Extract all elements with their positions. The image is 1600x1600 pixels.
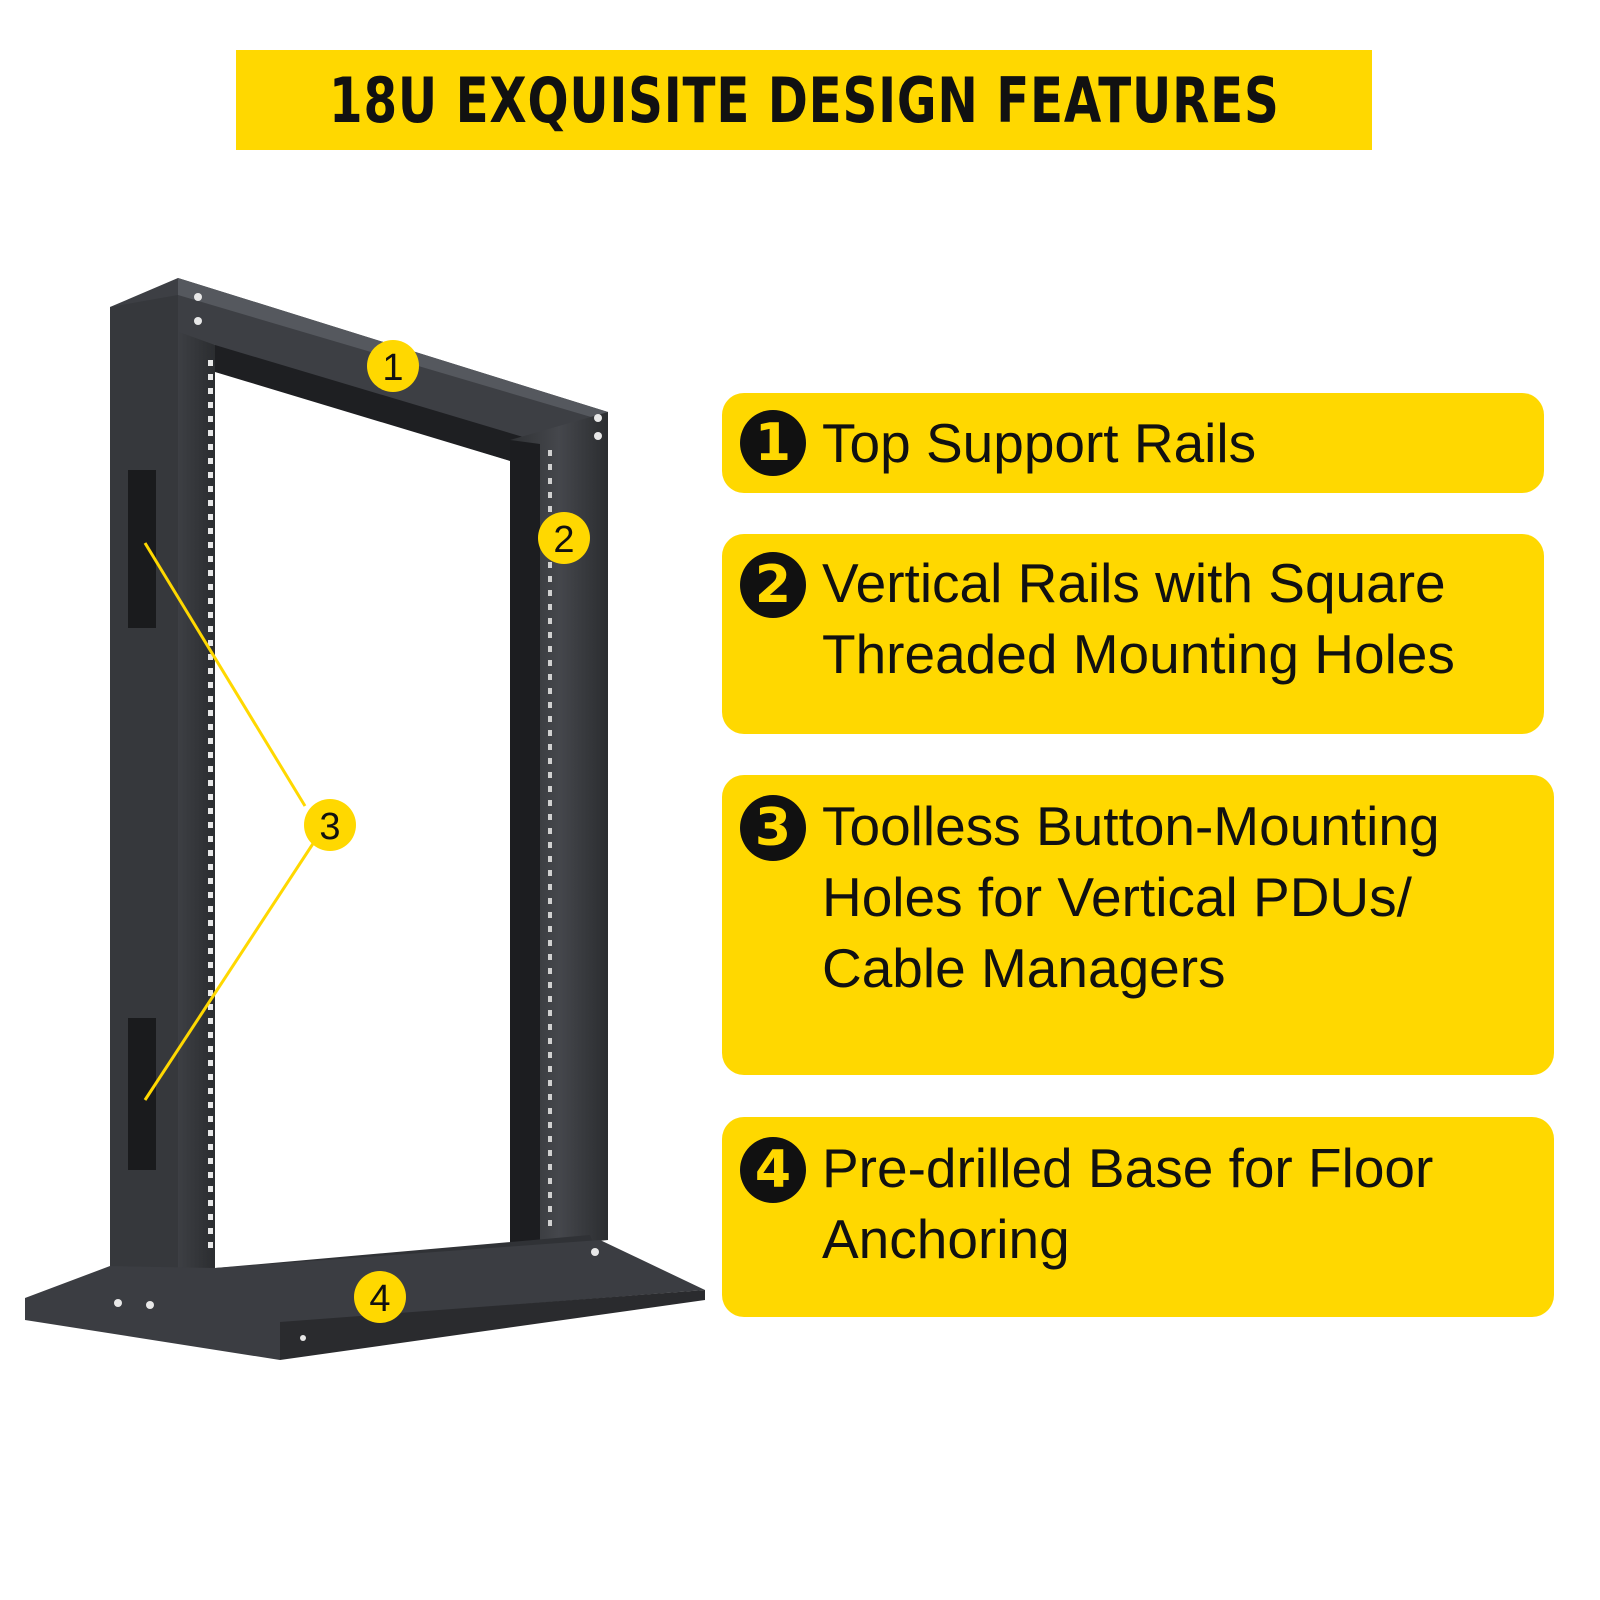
top-rail	[110, 278, 608, 470]
svg-text:2: 2	[553, 519, 574, 561]
feature-text: Top Support Rails	[822, 412, 1257, 474]
callout-marker-3: 3	[304, 799, 356, 851]
title-banner: 18U EXQUISITE DESIGN FEATURES	[236, 50, 1372, 150]
svg-text:1: 1	[382, 347, 403, 389]
cable-window-lower	[128, 1018, 156, 1170]
feature-text: Vertical Rails with Square Threaded Moun…	[822, 552, 1455, 685]
feature-number-badge: 4	[740, 1137, 806, 1203]
feature-text: Pre-drilled Base for Floor Anchoring	[822, 1137, 1434, 1270]
feature-card-top-support-rails: 1 Top Support Rails	[722, 393, 1544, 493]
callout-marker-2: 2	[538, 512, 590, 564]
feature-card-vertical-rails: 2 Vertical Rails with Square Threaded Mo…	[722, 534, 1544, 734]
cable-window-upper	[128, 470, 156, 628]
page-title: 18U EXQUISITE DESIGN FEATURES	[328, 63, 1280, 137]
feature-card-toolless-holes: 3 Toolless Button-Mounting Holes for Ver…	[722, 775, 1554, 1075]
callout-marker-1: 1	[367, 340, 419, 392]
feature-card-predrilled-base: 4 Pre-drilled Base for Floor Anchoring	[722, 1117, 1554, 1317]
feature-number-badge: 1	[740, 410, 806, 476]
feature-number-badge: 3	[740, 795, 806, 861]
rack-illustration: 1 2 3 4	[25, 278, 705, 1360]
svg-text:4: 4	[369, 1278, 390, 1320]
svg-text:3: 3	[319, 806, 340, 848]
feature-number-badge: 2	[740, 552, 806, 618]
mounting-holes-left	[208, 360, 213, 1248]
feature-text: Toolless Button-Mounting Holes for Verti…	[822, 795, 1440, 999]
callout-marker-4: 4	[354, 1271, 406, 1323]
